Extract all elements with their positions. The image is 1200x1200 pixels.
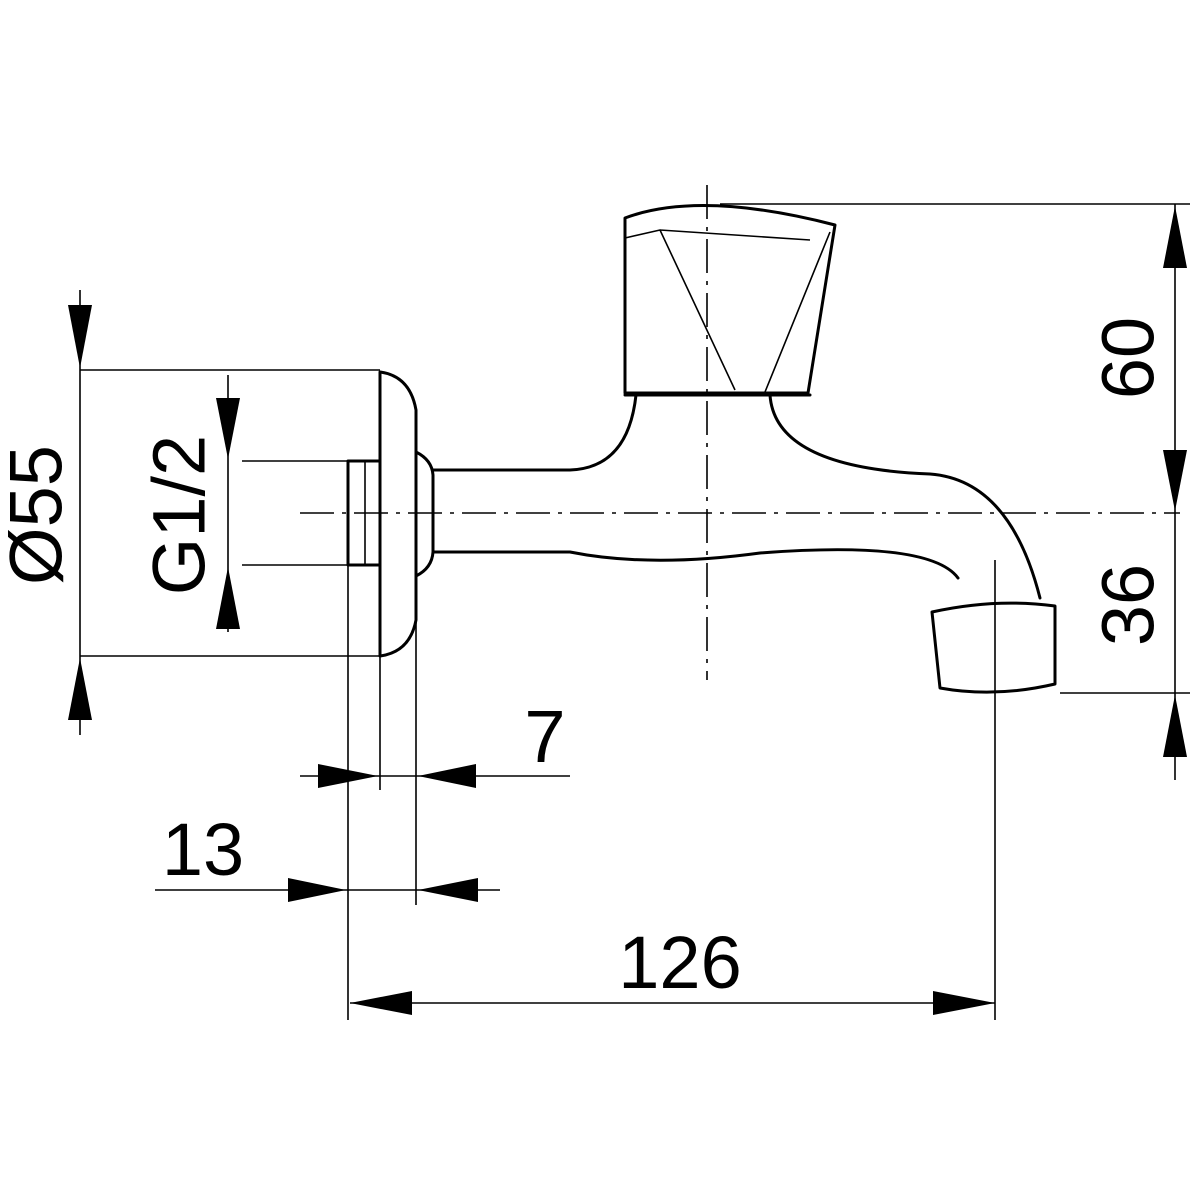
d13-arrow-left xyxy=(288,878,346,902)
dim-label-g12: G1/2 xyxy=(138,435,221,595)
aerator-outlet xyxy=(930,601,1057,694)
center-lines xyxy=(300,185,1180,680)
d60-arrow-bottom xyxy=(1163,450,1187,511)
extension-lines xyxy=(80,203,1190,1020)
dia55-arrow-bottom xyxy=(68,658,92,720)
valve-handle xyxy=(623,204,837,395)
dim-label-36: 36 xyxy=(1087,564,1170,646)
dia55-arrow-top xyxy=(68,305,92,368)
dim-label-13: 13 xyxy=(162,808,244,891)
d7-arrow-left xyxy=(318,764,378,788)
dimension-lines xyxy=(68,204,1187,1015)
d7-arrow-right xyxy=(418,764,476,788)
d13-arrow-right xyxy=(418,878,478,902)
dim-label-126: 126 xyxy=(618,921,741,1004)
dim-label-60: 60 xyxy=(1087,317,1170,399)
dim-label-7: 7 xyxy=(524,695,565,778)
handle-facet-lines xyxy=(624,229,831,393)
dimension-labels: Ø55 G1/2 60 36 7 13 126 xyxy=(0,317,1170,1004)
d60-arrow-top xyxy=(1163,206,1187,268)
wall-rosette xyxy=(378,370,418,658)
thread-nipple xyxy=(346,459,382,567)
g12-arrow-top xyxy=(216,398,240,459)
dim-label-dia55: Ø55 xyxy=(0,445,78,585)
d126-arrow-right xyxy=(933,991,995,1015)
d126-arrow-left xyxy=(350,991,412,1015)
body-collar xyxy=(414,450,435,578)
g12-arrow-bottom xyxy=(216,567,240,629)
d36-arrow-bottom xyxy=(1163,695,1187,757)
spout-body xyxy=(431,393,1042,600)
faucet-body xyxy=(346,204,1057,694)
